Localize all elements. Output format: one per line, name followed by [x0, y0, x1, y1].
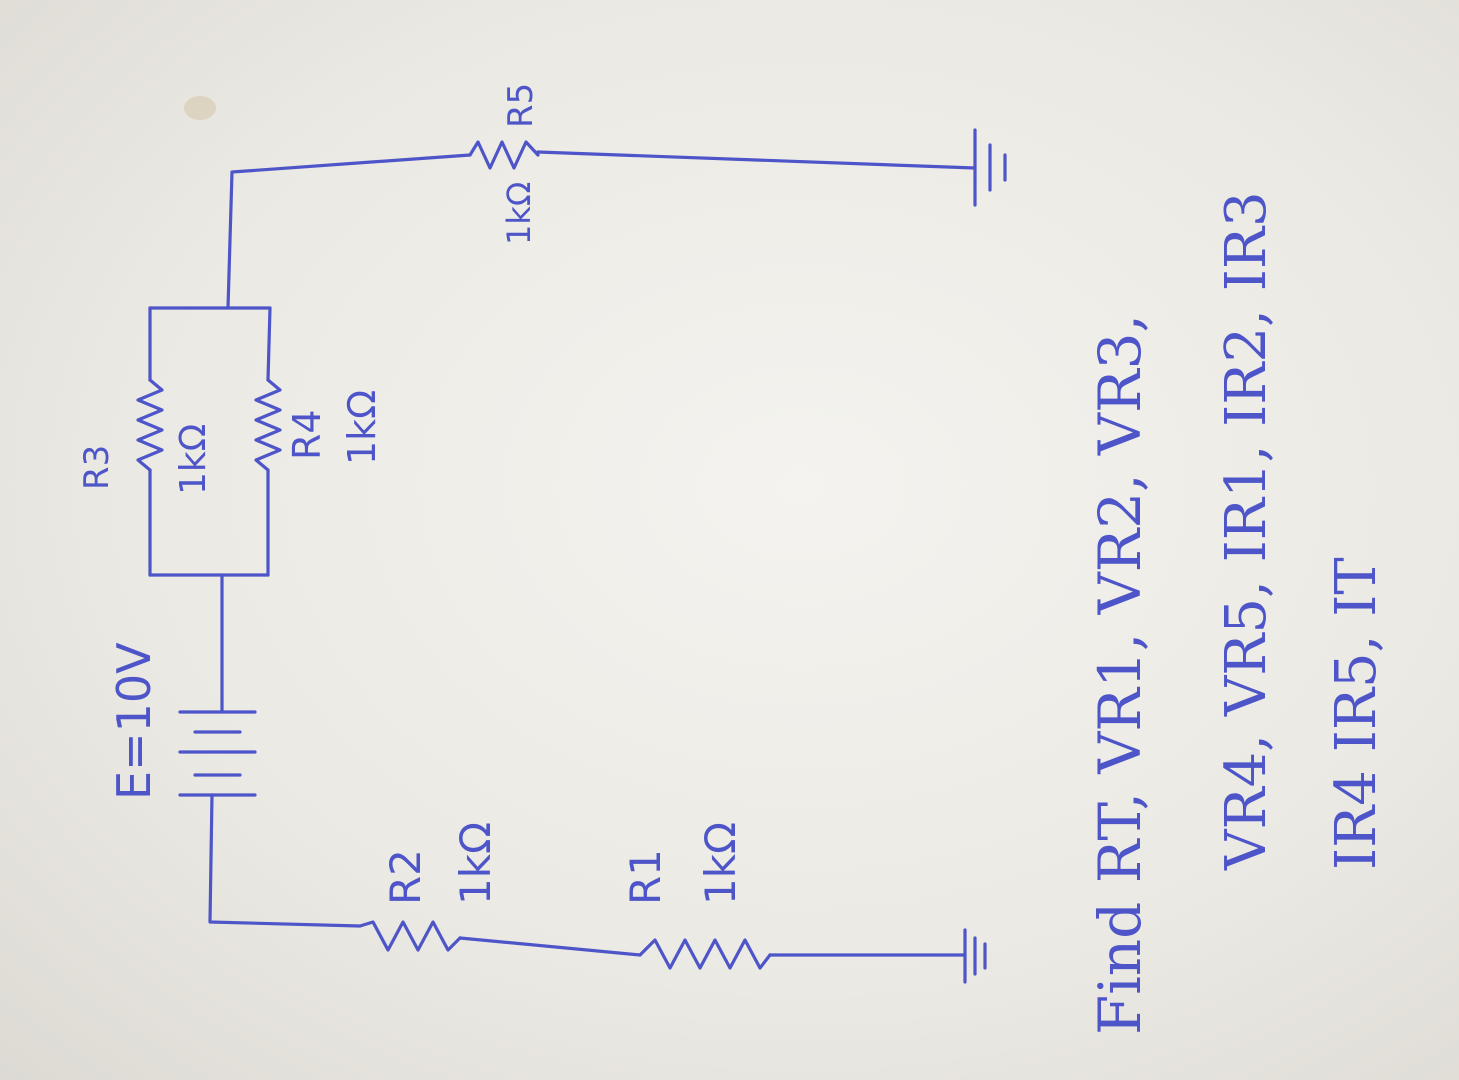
resistor-r3-symbol [136, 378, 164, 472]
r3-value-label: 1kΩ [173, 424, 214, 495]
r5-name-label: R5 [501, 83, 541, 128]
question-line-2: VR4, VR5, IR1, IR2, IR3 [1214, 191, 1279, 871]
r3-name-label: R3 [77, 445, 117, 490]
r4-value-label: 1kΩ [340, 390, 384, 465]
r2-value-label: 1kΩ [451, 822, 500, 905]
question-line-1: Find RT, VR1, VR2, VR3, [1086, 314, 1154, 1035]
resistor-r5-symbol [468, 140, 540, 170]
resistor-r1-symbol [638, 938, 772, 970]
r1-name-label: R1 [621, 849, 670, 905]
wire-r2-to-battery [208, 793, 362, 928]
paper-stain [184, 96, 216, 120]
wire-parallel-to-r5 [226, 153, 472, 310]
r4-name-label: R4 [285, 409, 329, 460]
r2-name-label: R2 [381, 849, 430, 905]
r5-value-label: 1kΩ [500, 182, 538, 245]
resistor-r4-symbol [254, 378, 282, 472]
resistor-r2-symbol [358, 920, 462, 952]
r1-value-label: 1kΩ [696, 822, 745, 905]
battery-label: E=10V [107, 642, 161, 800]
wire-r1-to-r2 [458, 936, 642, 957]
ground-symbol-top [973, 128, 1007, 207]
question-line-3: IR4 IR5, IT [1324, 557, 1389, 870]
wire-r4-branch [266, 306, 272, 577]
battery-symbol [178, 710, 257, 797]
wire-r5-to-ground [536, 150, 977, 170]
ground-symbol-bottom [963, 928, 987, 984]
